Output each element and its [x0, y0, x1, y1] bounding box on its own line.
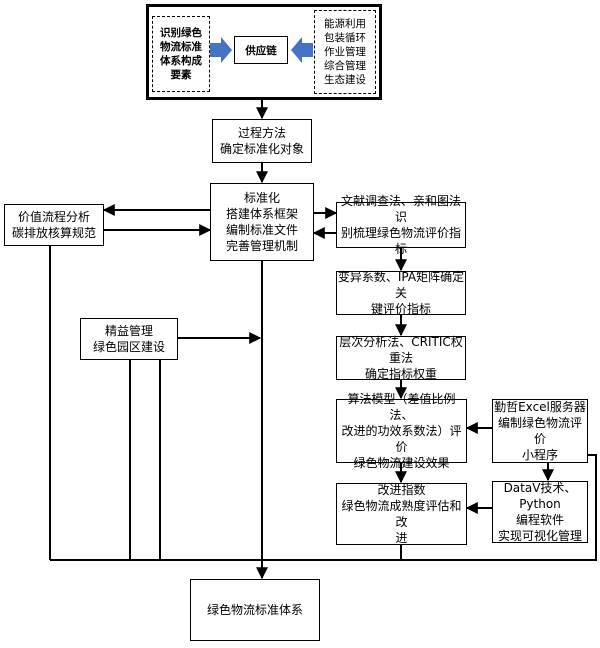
literature-survey-box: 文献调查法、亲和图法识 别梳理绿色物流评价指标 — [336, 194, 466, 256]
lean-management-box: 精益管理 绿色园区建设 — [80, 318, 178, 360]
variation-ipa-box: 变异系数、IPA矩阵确定关 键评价指标 — [336, 270, 466, 316]
top-left-elements-box: 识别绿色 物流标准 体系构成 要素 — [152, 16, 210, 92]
green-logistics-standard-system-box: 绿色物流标准体系 — [190, 579, 320, 641]
excel-server-box: 勤哲Excel服务器 编制绿色物流评价 小程序 — [492, 399, 588, 463]
process-method-box: 过程方法 确定标准化对象 — [212, 119, 312, 163]
ahp-critic-box: 层次分析法、CRITIC权重法 确定指标权重 — [336, 335, 466, 381]
datav-python-box: DataV技术、Python 编程软件 实现可视化管理 — [492, 481, 588, 543]
top-right-aspects-box: 能源利用 包装循环 作业管理 综合管理 生态建设 — [314, 10, 376, 94]
standardization-box: 标准化 搭建体系框架 编制标准文件 完善管理机制 — [210, 183, 314, 261]
blue-right-arrow-icon — [210, 37, 232, 63]
blue-left-arrow-icon — [291, 37, 313, 63]
bottom-bus-line — [50, 454, 597, 561]
value-flow-box: 价值流程分析 碳排放核算规范 — [4, 204, 104, 246]
algorithm-model-box: 算法模型（差值比例法、 改进的功效系数法）评价 绿色物流建设效果 — [336, 392, 467, 470]
top-center-supply-chain-box: 供应链 — [234, 36, 288, 64]
improvement-index-box: 改进指数 绿色物流成熟度评估和改 进 — [336, 483, 467, 545]
